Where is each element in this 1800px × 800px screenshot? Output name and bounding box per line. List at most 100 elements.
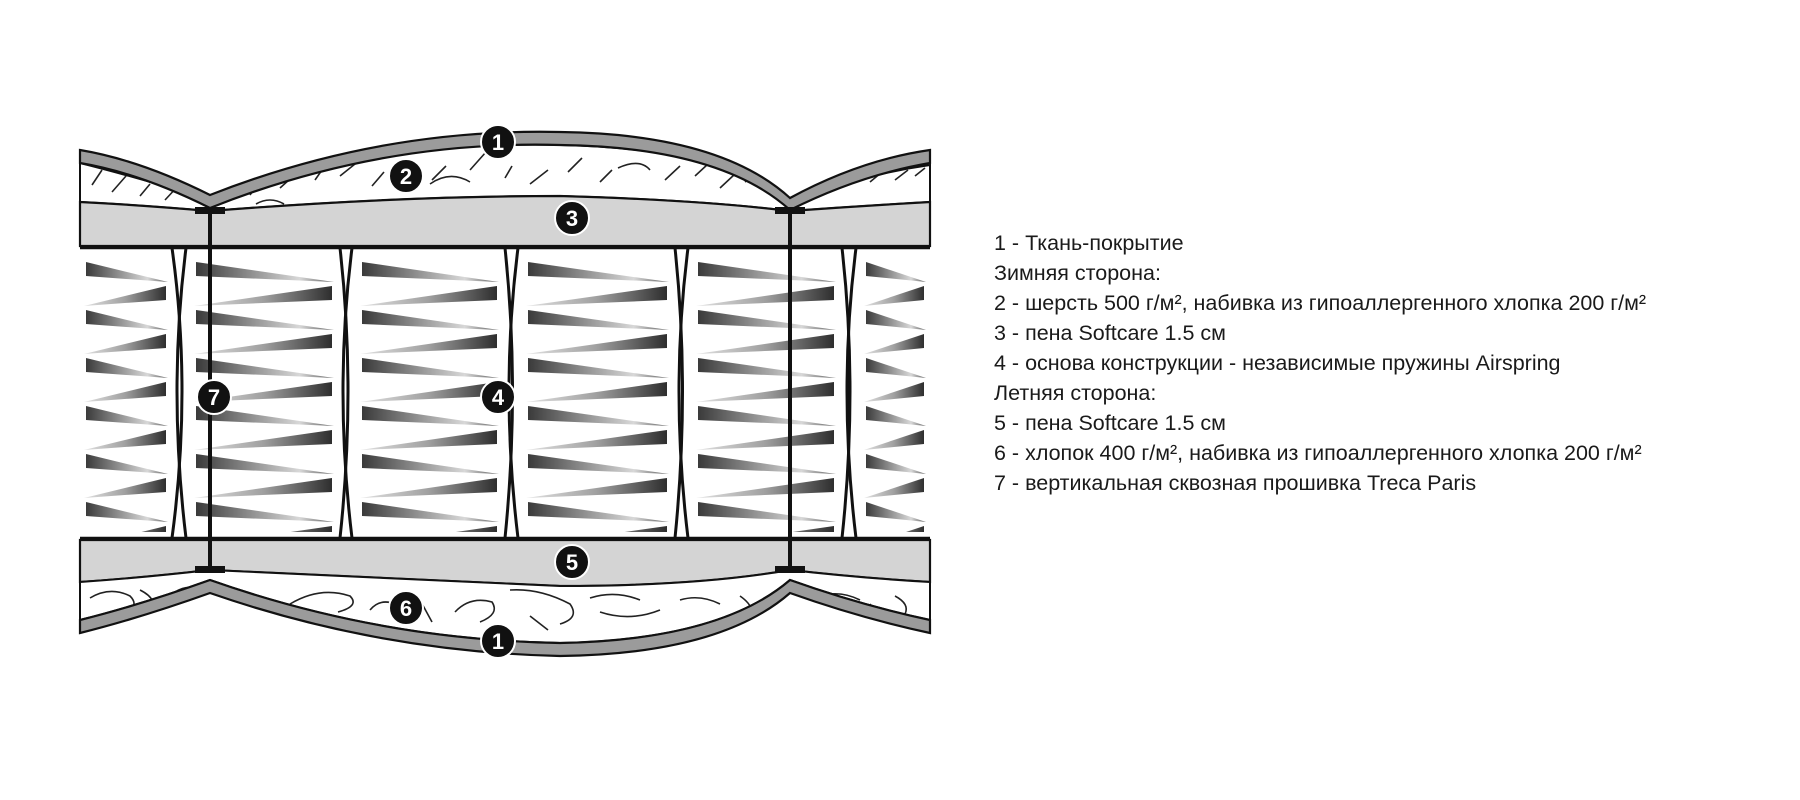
legend: 1 - Ткань-покрытие Зимняя сторона: 2 - ш… <box>994 228 1646 498</box>
spring-coil <box>696 382 834 402</box>
spring-coil <box>455 526 497 532</box>
spring-coil <box>792 526 834 532</box>
spring-coil <box>866 406 926 426</box>
spring-coil <box>196 262 334 282</box>
stitch-clip <box>195 207 225 214</box>
marker-top-foam: 3 <box>554 200 590 236</box>
spring-coil <box>698 502 836 522</box>
spring-coil <box>290 526 332 532</box>
legend-item-stitching: 7 - вертикальная сквозная прошивка Treca… <box>994 471 1477 495</box>
spring-coil <box>866 502 926 522</box>
spring-coil <box>360 478 497 498</box>
marker-summer-filling: 6 <box>388 590 424 626</box>
spring-coil <box>360 382 497 402</box>
spring-coil <box>194 286 332 306</box>
spring-coil <box>526 478 667 498</box>
spring-coil <box>864 478 924 498</box>
spring-coil <box>86 310 168 330</box>
spring-coil <box>362 358 499 378</box>
spring-coil <box>696 286 834 306</box>
svg-text:1: 1 <box>492 130 504 155</box>
spring-coil <box>528 406 669 426</box>
spring-coil <box>624 526 667 532</box>
spring-coil <box>360 334 497 354</box>
spring-coil <box>84 334 166 354</box>
spring-coil <box>866 358 926 378</box>
legend-item-summer-filling: 6 - хлопок 400 г/м², набивка из гипоалле… <box>994 441 1642 465</box>
spring-coil <box>526 382 667 402</box>
top-cover-fabric <box>78 130 932 212</box>
spring-coil <box>528 262 669 282</box>
spring-coil <box>866 262 926 282</box>
spring-coil <box>698 262 836 282</box>
spring-coil <box>196 502 334 522</box>
spring-coil <box>864 430 924 450</box>
spring-coil <box>698 406 836 426</box>
spring-coil <box>360 286 497 306</box>
legend-item-cover: 1 - Ткань-покрытие <box>994 231 1184 255</box>
spring-coil <box>526 334 667 354</box>
svg-text:1: 1 <box>492 629 504 654</box>
legend-item-top-foam: 3 - пена Softcare 1.5 см <box>994 321 1226 345</box>
spring-coil <box>698 310 836 330</box>
spring-coil <box>196 454 334 474</box>
svg-text:5: 5 <box>566 550 578 575</box>
svg-text:7: 7 <box>208 385 220 410</box>
svg-text:6: 6 <box>400 596 412 621</box>
spring-coil <box>194 334 332 354</box>
spring-coil <box>362 454 499 474</box>
spring-coil <box>362 406 499 426</box>
spring-coil <box>696 430 834 450</box>
stitch-clip <box>775 566 805 573</box>
marker-bottom-foam: 5 <box>554 544 590 580</box>
spring-coil <box>141 526 166 532</box>
spring-coil <box>696 478 834 498</box>
top-foam-layer <box>78 194 932 248</box>
marker-winter-filling: 2 <box>388 158 424 194</box>
marker-bottom-cover: 1 <box>480 623 516 659</box>
spring-coil <box>84 478 166 498</box>
spring-coil <box>528 310 669 330</box>
svg-text:3: 3 <box>566 206 578 231</box>
spring-coil <box>362 310 499 330</box>
marker-springs: 4 <box>480 379 516 415</box>
mattress-cross-section-diagram: 1 2 3 4 7 5 6 1 <box>78 124 932 659</box>
spring-coil <box>360 430 497 450</box>
legend-heading-winter: Зимняя сторона: <box>994 261 1161 285</box>
spring-coil <box>528 358 669 378</box>
spring-coil <box>864 382 924 402</box>
spring-coil <box>196 406 334 426</box>
spring-coil <box>86 502 168 522</box>
spring-coil <box>86 454 168 474</box>
spring-coil <box>362 502 499 522</box>
legend-item-winter-filling: 2 - шерсть 500 г/м², набивка из гипоалле… <box>994 291 1647 315</box>
svg-text:2: 2 <box>400 164 412 189</box>
spring-coil <box>864 286 924 306</box>
spring-coil <box>906 526 924 532</box>
spring-coil <box>196 310 334 330</box>
spring-coil <box>86 358 168 378</box>
spring-coil <box>84 286 166 306</box>
spring-coil <box>696 334 834 354</box>
spring-coil <box>528 454 669 474</box>
spring-coil <box>194 430 332 450</box>
spring-coil <box>866 454 926 474</box>
marker-top-cover: 1 <box>480 124 516 160</box>
legend-item-springs: 4 - основа конструкции - независимые пру… <box>994 351 1561 375</box>
spring-coil <box>194 478 332 498</box>
stitch-clip <box>775 207 805 214</box>
spring-coil <box>698 358 836 378</box>
spring-coil <box>864 334 924 354</box>
svg-text:4: 4 <box>492 385 505 410</box>
spring-coil <box>196 358 334 378</box>
spring-coil <box>84 430 166 450</box>
stitch-clip <box>195 566 225 573</box>
spring-coil <box>84 382 166 402</box>
marker-stitching: 7 <box>196 379 232 415</box>
spring-coil <box>526 430 667 450</box>
spring-coil <box>866 310 926 330</box>
spring-coil <box>698 454 836 474</box>
legend-item-bottom-foam: 5 - пена Softcare 1.5 см <box>994 411 1226 435</box>
spring-coil <box>528 502 669 522</box>
spring-coil <box>86 406 168 426</box>
